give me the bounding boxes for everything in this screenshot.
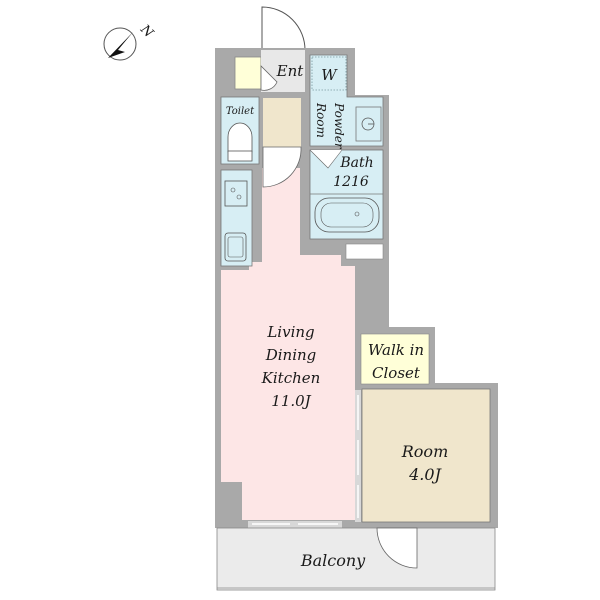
compass: N [103,22,156,61]
bath-label: Bath [339,155,373,171]
western-room: Room 4.0J [361,388,491,523]
powder-room-label-2: Room [314,102,328,138]
washer-space [311,56,347,91]
ldk-size-label: 11.0J [271,392,311,410]
shoe-closet-door[interactable] [260,65,278,91]
compass-circle [103,27,137,61]
compass-label: N [136,22,156,42]
ldk-label-3: Kitchen [261,369,321,387]
washer-label: W [321,66,338,84]
closet-label-1: Walk in [368,341,424,359]
room-size-label: 4.0J [408,465,442,484]
hallway [263,98,301,147]
bath-door[interactable] [309,149,343,169]
bath-size-label: 1216 [333,174,369,190]
ldk-label-2: Dining [265,346,317,364]
balcony: Balcony [216,527,496,591]
toilet: Toilet [220,96,260,165]
bathtub-icon [314,197,380,233]
closet-label-2: Closet [372,364,421,382]
balcony-door[interactable] [376,527,418,569]
powder-room-label-1: Powder [332,102,346,150]
walk-in-closet: Walk in Closet [360,333,430,397]
powder-room: W Powder Room [309,54,384,150]
ldk-label-1: Living [266,323,314,341]
entrance-door[interactable] [261,6,306,51]
entrance: Ent [260,50,305,92]
balcony-label: Balcony [300,551,366,570]
bathroom: Bath 1216 [309,149,384,240]
shoe-closet [234,56,262,90]
balcony-windows[interactable] [248,521,342,528]
room-label: Room [401,442,448,461]
toilet-label: Toilet [226,106,255,117]
stove-icon [224,180,248,207]
kitchen-sink-icon [224,232,247,262]
kitchen-counter [220,169,253,267]
toilet-bowl-icon [227,122,253,153]
sliding-doors[interactable] [355,390,361,522]
north-arrow-icon [108,32,133,58]
pipe-space [345,243,384,260]
hallway-door[interactable] [262,146,302,188]
toilet-tank-icon [227,150,253,162]
entrance-label: Ent [276,62,305,80]
ldk: Living Dining Kitchen 11.0J [221,146,355,520]
